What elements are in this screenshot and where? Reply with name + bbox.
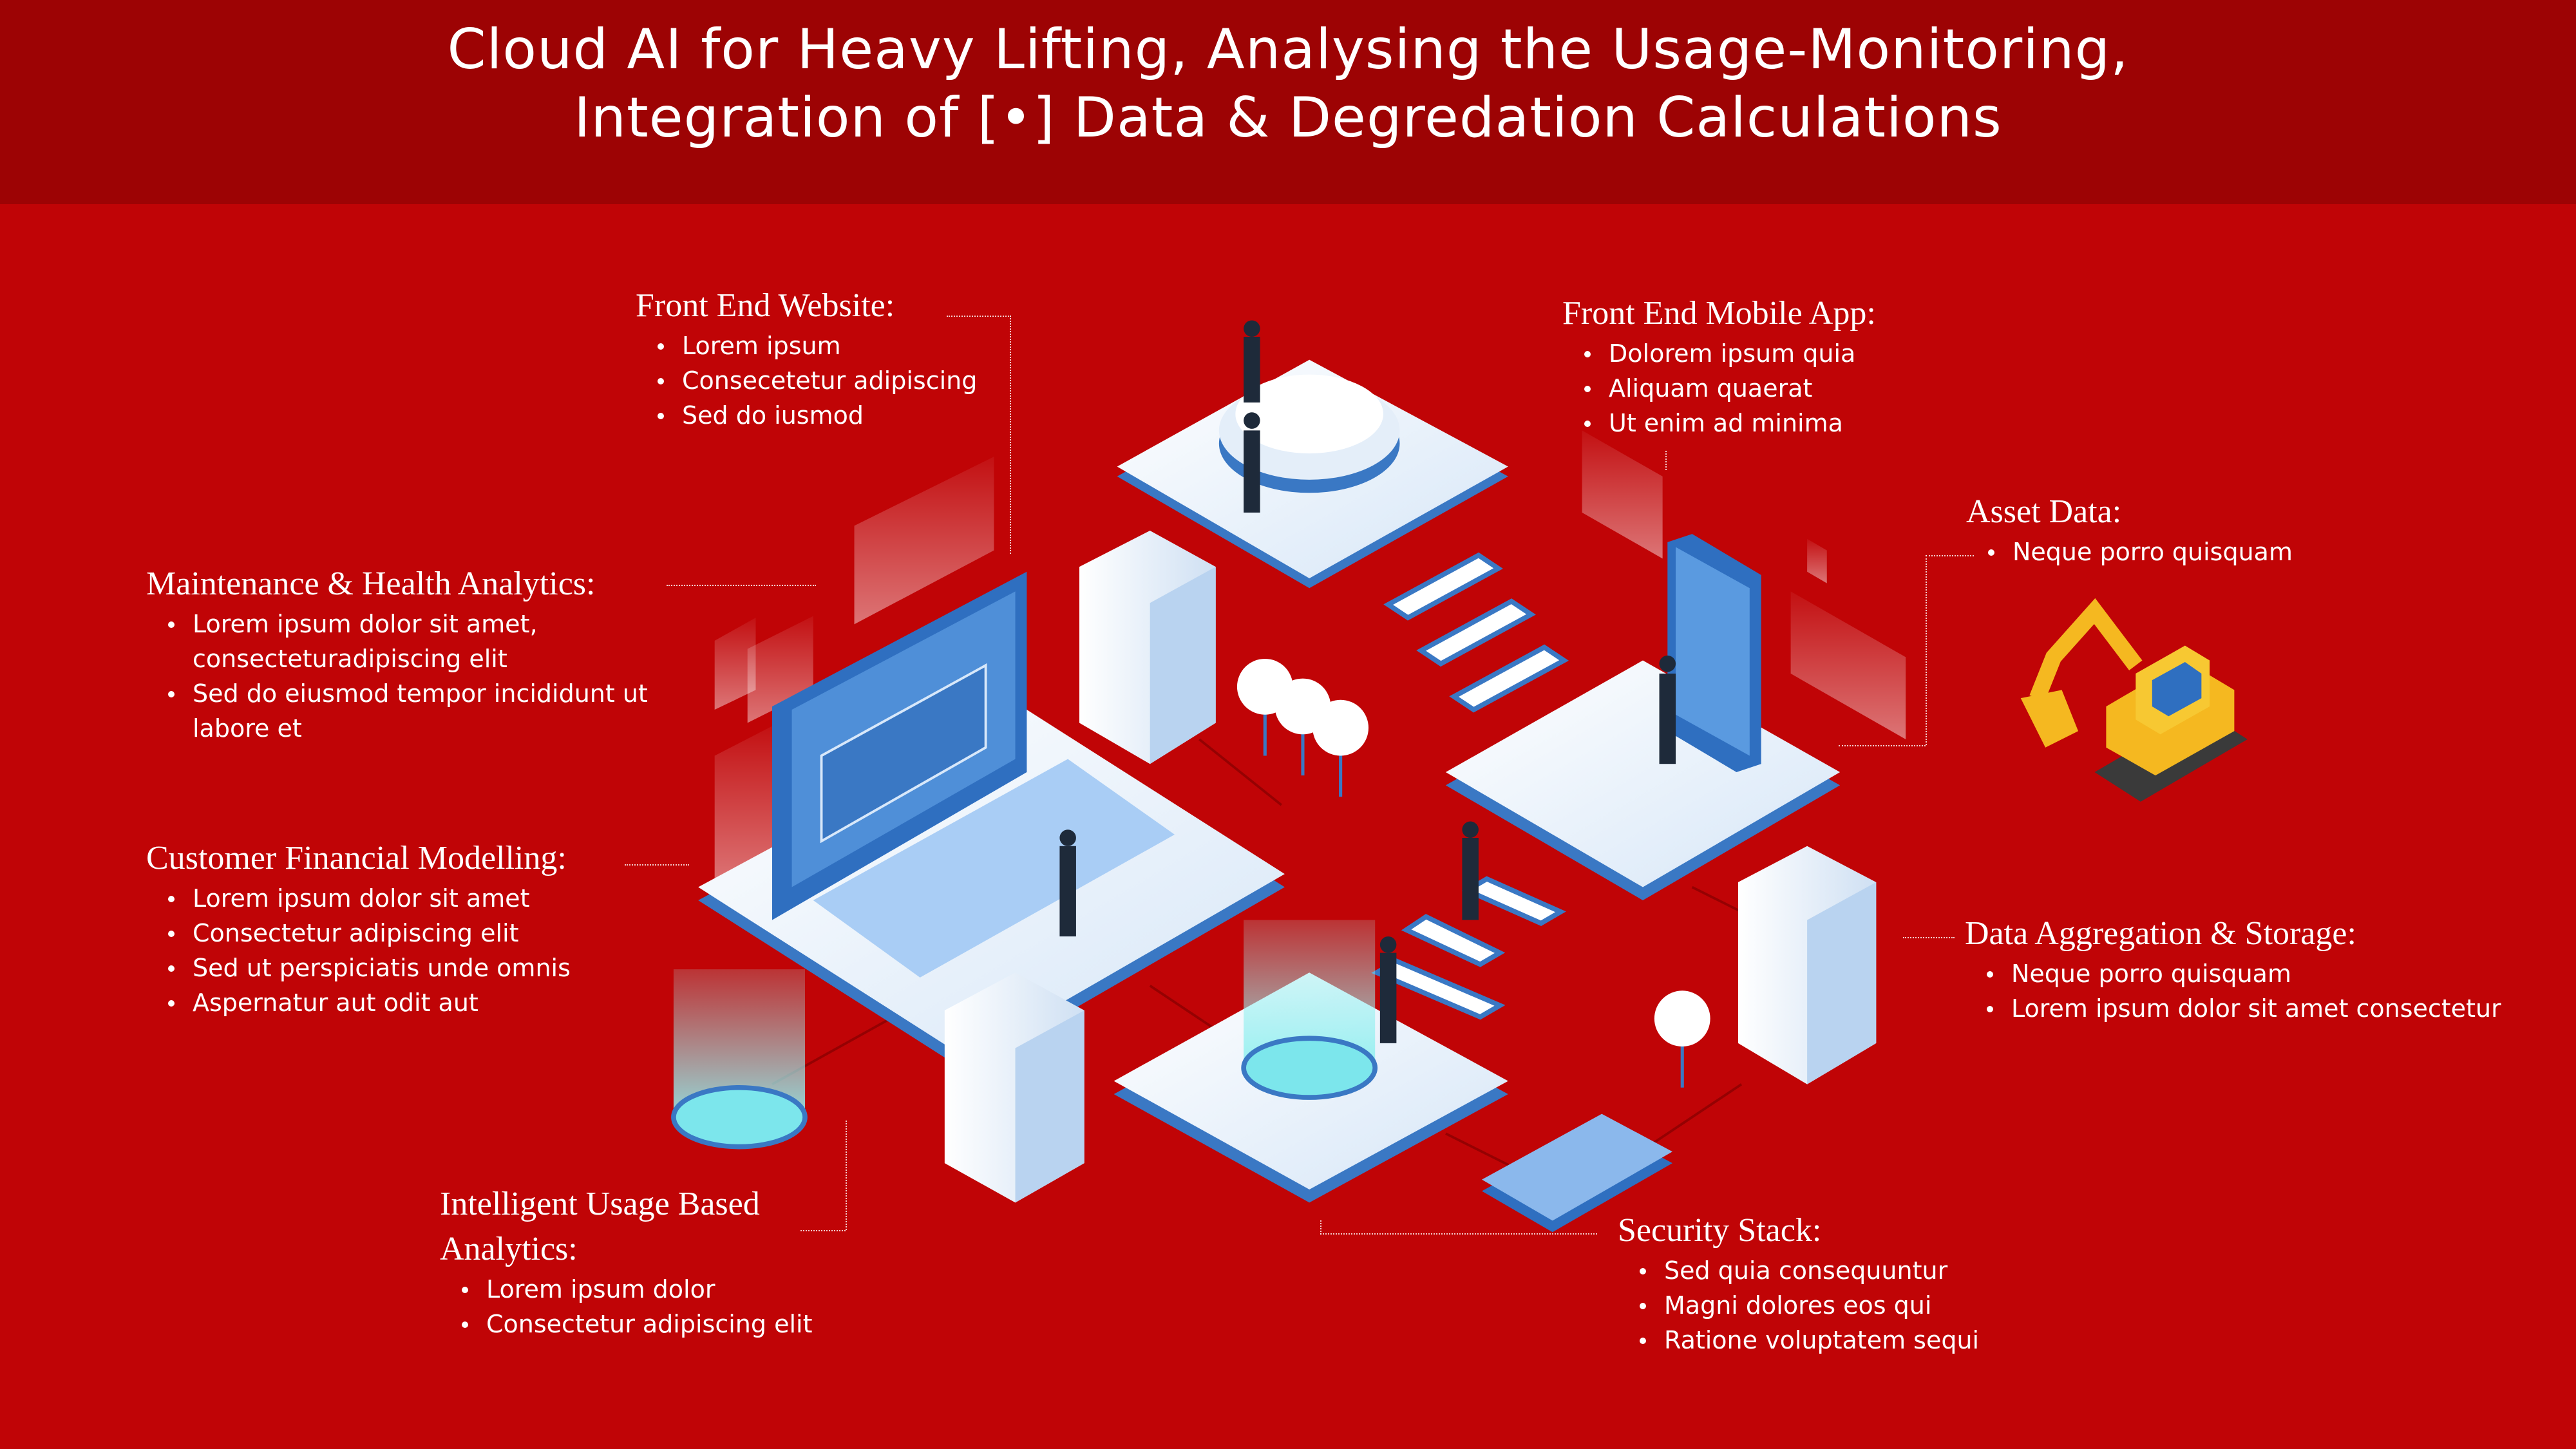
connector-asset-h2 xyxy=(1839,745,1926,746)
data-aggregation-section: Data Aggregation & Storage: Neque porro … xyxy=(1965,911,2501,1026)
list-item: Lorem ipsum dolor xyxy=(461,1272,812,1307)
data-cylinders xyxy=(671,920,1378,1150)
list-item: Lorem ipsum dolor sit amet, consectetura… xyxy=(168,607,649,676)
top-platform xyxy=(1117,359,1508,589)
pins xyxy=(1236,658,1710,1088)
heading-line-2: Analytics: xyxy=(440,1231,578,1267)
heading-line-1: Intelligent Usage Based xyxy=(440,1186,760,1222)
connector-website-v xyxy=(1010,316,1011,554)
connector-financial xyxy=(625,864,689,866)
asset-data-section: Asset Data: Neque porro quisquam xyxy=(1966,489,2293,569)
connector-usage-h xyxy=(800,1230,846,1231)
front-end-mobile-section: Front End Mobile App: Dolorem ipsum quia… xyxy=(1562,291,1876,440)
people xyxy=(1059,320,1676,1043)
front-end-website-section: Front End Website: Lorem ipsum Consecete… xyxy=(636,283,977,433)
section-heading: Security Stack: xyxy=(1618,1212,1822,1249)
list-item: Lorem ipsum dolor sit amet consectetur xyxy=(1987,991,2501,1026)
title-line-2: Integration of [•] Data & Degredation Ca… xyxy=(574,85,2002,150)
connector-asset-h xyxy=(1926,555,1974,556)
connector-mobile xyxy=(1665,451,1667,470)
connector-website-h xyxy=(947,316,1011,317)
financial-modelling-section: Customer Financial Modelling: Lorem ipsu… xyxy=(146,836,571,1020)
list-item: Consectetur adipiscing elit xyxy=(168,916,571,951)
section-heading: Front End Mobile App: xyxy=(1562,295,1876,332)
building-3 xyxy=(1738,846,1877,1084)
building-2 xyxy=(944,972,1084,1203)
maintenance-section: Maintenance & Health Analytics: Lorem ip… xyxy=(146,562,649,746)
list-item: Neque porro quisquam xyxy=(1987,956,2501,991)
smartphone xyxy=(1667,534,1761,772)
section-heading: Maintenance & Health Analytics: xyxy=(146,565,596,602)
list-item: Dolorem ipsum quia xyxy=(1584,336,1876,371)
usage-analytics-section: Intelligent Usage Based Analytics: Lorem… xyxy=(440,1182,812,1341)
laptop xyxy=(698,571,1285,1072)
list-item: Ratione voluptatem sequi xyxy=(1639,1323,1979,1358)
header-bar: Cloud AI for Heavy Lifting, Analysing th… xyxy=(0,0,2576,204)
glass-panels xyxy=(714,430,1906,884)
connector-asset-v xyxy=(1926,555,1927,745)
hard-drive xyxy=(1482,1113,1672,1233)
floating-steps xyxy=(1371,552,1569,1020)
connector-aggregation xyxy=(1903,937,1955,938)
page-title: Cloud AI for Heavy Lifting, Analysing th… xyxy=(447,15,2128,152)
security-stack-section: Security Stack: Sed quia consequuntur Ma… xyxy=(1618,1208,1979,1358)
section-heading: Intelligent Usage Based Analytics: xyxy=(440,1182,812,1272)
list-item: Ut enim ad minima xyxy=(1584,406,1876,440)
list-item: Consectetur adipiscing elit xyxy=(461,1307,812,1341)
list-item: Sed quia consequuntur xyxy=(1639,1253,1979,1288)
list-item: Sed ut perspiciatis unde omnis xyxy=(168,951,571,985)
list-item: Lorem ipsum xyxy=(657,328,977,363)
building-1 xyxy=(1079,530,1216,764)
list-item: Lorem ipsum dolor sit amet xyxy=(168,881,571,916)
section-heading: Data Aggregation & Storage: xyxy=(1965,915,2356,952)
list-item: Magni dolores eos qui xyxy=(1639,1288,1979,1323)
list-item: Consecetetur adipiscing xyxy=(657,363,977,398)
connector-security-v xyxy=(1320,1220,1321,1235)
list-item: Sed do eiusmod tempor incididunt ut labo… xyxy=(168,676,649,746)
list-item: Aspernatur aut odit aut xyxy=(168,985,571,1020)
connector-usage-v xyxy=(846,1121,847,1230)
excavator-icon xyxy=(2020,598,2248,802)
list-item: Neque porro quisquam xyxy=(1988,535,2293,569)
list-item: Sed do iusmod xyxy=(657,398,977,433)
title-line-1: Cloud AI for Heavy Lifting, Analysing th… xyxy=(447,17,2129,82)
section-heading: Asset Data: xyxy=(1966,493,2122,530)
connector-security-h xyxy=(1320,1233,1597,1235)
section-heading: Front End Website: xyxy=(636,287,895,324)
section-heading: Customer Financial Modelling: xyxy=(146,840,567,876)
connector-maintenance xyxy=(667,585,816,586)
list-item: Aliquam quaerat xyxy=(1584,371,1876,406)
